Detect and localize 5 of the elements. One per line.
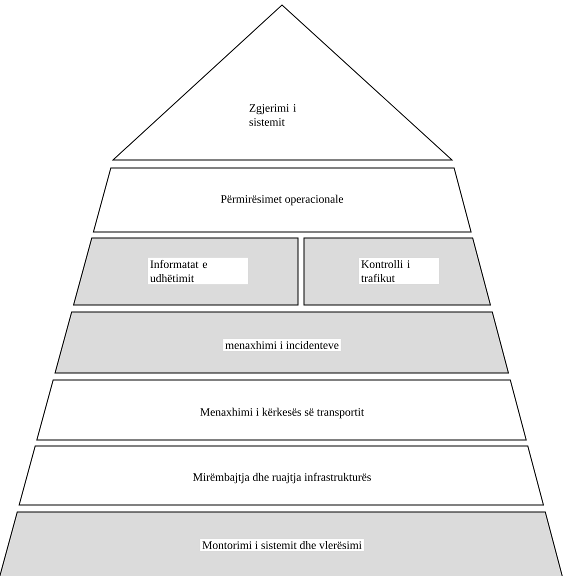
pyramid-level: Montorimi i sistemit dhe vlerësimi: [0, 512, 563, 576]
pyramid-level: Menaxhimi i kërkesës së transportit: [36, 380, 527, 440]
pyramid-level: Përmirësimet operacionale: [92, 168, 472, 232]
pyramid-level: Mirëmbajtja dhe ruajtja infrastrukturës: [18, 446, 544, 506]
pyramid-level: Kontrolli i trafikut: [304, 238, 492, 306]
